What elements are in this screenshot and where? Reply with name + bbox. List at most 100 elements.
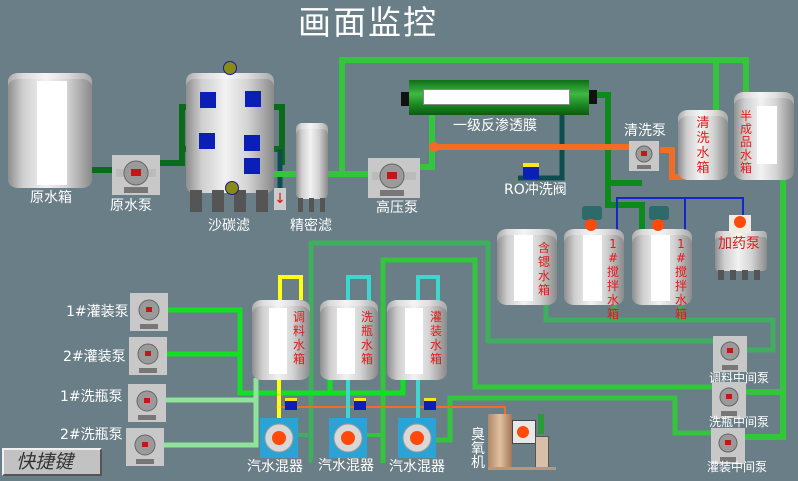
mixer-icon [264, 423, 294, 453]
precision-filter-legs [298, 198, 326, 212]
mixer-motor-2-icon [649, 206, 669, 220]
cleaning-tank-label: 清洗水箱 [696, 116, 710, 176]
pipe-loop-1 [308, 240, 713, 463]
pump-icon [720, 341, 740, 370]
pump-icon [134, 434, 156, 464]
dosing-legs [718, 270, 764, 280]
filter-valve-4[interactable] [244, 135, 260, 151]
filling-intermediate-pump[interactable] [711, 428, 745, 464]
drain-arrow-icon: ↓ [274, 188, 286, 210]
pipe-loop-2 [380, 257, 712, 463]
pump-icon [116, 160, 156, 193]
gas-water-mixer-1[interactable] [260, 418, 298, 458]
mixing-tank-2[interactable]: 1#搅拌水箱 [632, 229, 692, 321]
dosing-pump-status [729, 215, 751, 233]
ro-membrane-label: 一级反渗透膜 [453, 118, 537, 134]
blending-intermediate-pump-label: 调料中间泵 [709, 371, 770, 385]
bottle-wash-tank-label: 洗瓶水箱 [360, 310, 373, 366]
germanium-tank-label: 含锶水箱 [537, 241, 550, 297]
bottle-wash-pump-1[interactable] [128, 384, 166, 422]
ozone-valve-1[interactable] [285, 398, 297, 410]
mixing-tank-2-label: 1#搅拌水箱 [674, 237, 687, 321]
bottle-wash-pump-2[interactable] [126, 428, 164, 466]
filling-pump-2-label: 2#灌装泵 [63, 349, 126, 365]
mixer-motor-1-icon [582, 206, 602, 220]
high-pressure-pump-label: 高压泵 [376, 200, 418, 216]
raw-water-pump[interactable] [112, 155, 160, 195]
gas-water-mixer-2[interactable] [329, 418, 367, 458]
shortcut-button[interactable]: 快捷键 [2, 448, 102, 476]
semi-product-tank[interactable]: 半成品水箱 [734, 92, 794, 180]
filter-valve-1[interactable] [200, 92, 216, 108]
filling-intermediate-pump-label: 灌装中间泵 [707, 460, 768, 474]
high-pressure-pump[interactable] [368, 158, 420, 198]
mixer-icon [333, 423, 363, 453]
germanium-water-tank[interactable]: 含锶水箱 [497, 229, 557, 305]
cleaning-pump[interactable] [629, 141, 659, 171]
ro-flush-valve[interactable] [523, 163, 539, 179]
cleaning-water-tank[interactable]: 清洗水箱 [678, 110, 728, 180]
pipe-cleaning [433, 144, 683, 180]
filling-pump-2[interactable] [129, 337, 167, 375]
pipe-tanks-bottom [543, 300, 776, 353]
raw-water-pump-label: 原水泵 [110, 198, 152, 214]
pipe-filling [166, 307, 406, 396]
dosing-pump-label: 加药泵 [718, 236, 760, 252]
sand-carbon-filter-label: 沙碳滤 [208, 218, 250, 234]
pipe-loop-3 [420, 395, 713, 443]
filter-valve-3[interactable] [199, 133, 215, 149]
pipe-top-loop [339, 57, 749, 174]
filling-water-tank[interactable]: 灌装水箱 [387, 300, 447, 380]
blending-water-tank[interactable]: 调料水箱 [252, 300, 310, 380]
raw-water-tank[interactable] [8, 73, 92, 188]
mixer-status-2 [652, 219, 664, 231]
dosing-pump-tank[interactable] [715, 231, 767, 271]
filling-tank-label: 灌装水箱 [429, 310, 442, 366]
pump-icon [719, 387, 739, 416]
filter-top-port [223, 61, 237, 75]
cleaning-pump-label: 清洗泵 [624, 123, 666, 139]
bottle-wash-pump-1-label: 1#洗瓶泵 [60, 389, 123, 405]
filling-pump-1[interactable] [130, 293, 168, 331]
mixer-1-label: 汽水混器 [247, 459, 303, 475]
ozone-valve-2[interactable] [354, 398, 366, 410]
mixing-tank-1[interactable]: 1#搅拌水箱 [564, 229, 624, 321]
ozone-valve-3[interactable] [424, 398, 436, 410]
pump-icon [136, 390, 158, 420]
blending-intermediate-pump[interactable] [713, 336, 747, 372]
mixer-2-label: 汽水混器 [318, 458, 374, 474]
pump-icon [372, 163, 416, 196]
pump-icon [137, 343, 159, 373]
pump-icon [718, 433, 738, 462]
mixer-status-1 [585, 219, 597, 231]
precision-filter[interactable] [296, 123, 328, 199]
pipe-hp-to-ro [420, 115, 435, 170]
mixer-icon [402, 423, 432, 453]
page-title: 画面监控 [298, 3, 438, 42]
ro-end-cap-left [401, 92, 409, 106]
bottle-wash-pump-2-label: 2#洗瓶泵 [60, 427, 123, 443]
semi-product-tank-label: 半成品水箱 [739, 109, 752, 175]
pipe-right-main [745, 180, 786, 440]
ozone-generator-label: 臭氧机 [471, 427, 485, 471]
ro-end-cap-right [589, 90, 597, 104]
filling-pump-1-label: 1#灌装泵 [66, 304, 129, 320]
ozone-generator[interactable] [488, 414, 556, 470]
pump-icon [138, 299, 160, 329]
pump-icon [635, 145, 653, 169]
blending-tank-label: 调料水箱 [292, 310, 305, 366]
filter-valve-2[interactable] [245, 91, 261, 107]
mixing-tank-1-label: 1#搅拌水箱 [606, 237, 619, 321]
bottle-wash-intermediate-pump[interactable] [712, 382, 746, 418]
bottle-wash-intermediate-pump-label: 洗瓶中间泵 [709, 415, 770, 429]
filter-valve-5[interactable] [244, 158, 260, 174]
ro-membrane[interactable] [409, 80, 589, 115]
raw-water-tank-label: 原水箱 [30, 190, 72, 206]
filter-legs [190, 190, 270, 212]
pipe-dosing [616, 197, 744, 230]
ro-flush-valve-label: RO冲洗阀 [504, 182, 567, 198]
gas-water-mixer-3[interactable] [398, 418, 436, 458]
pipe-ro-outlet [592, 92, 645, 230]
bottle-wash-water-tank[interactable]: 洗瓶水箱 [320, 300, 378, 380]
